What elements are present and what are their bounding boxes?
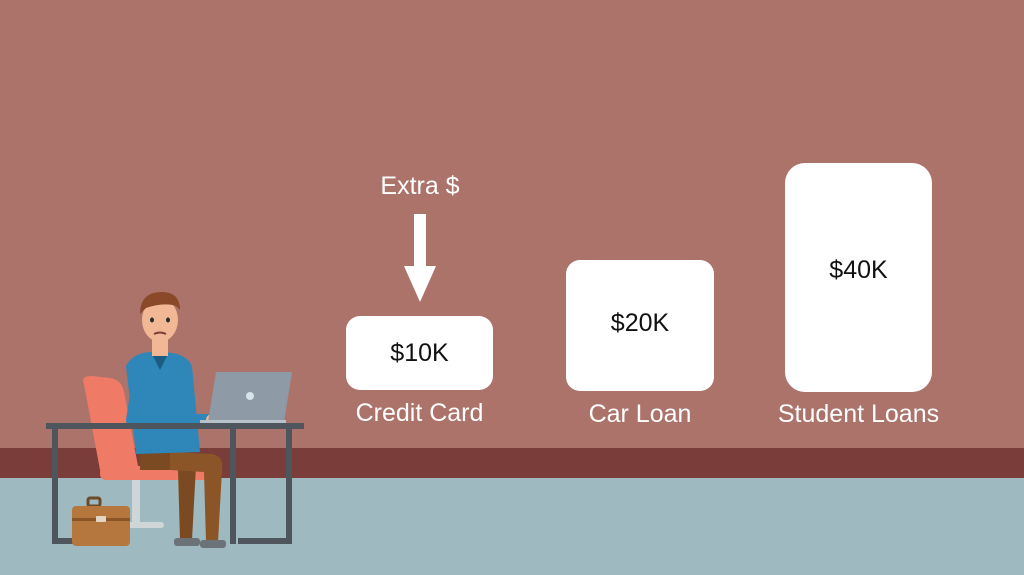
person-at-laptop-illustration bbox=[46, 292, 304, 548]
laptop bbox=[200, 372, 292, 424]
car-loan-amount: $20K bbox=[610, 309, 670, 337]
extra-money-label: Extra $ bbox=[380, 172, 460, 200]
floor bbox=[0, 478, 1024, 575]
car-loan-label: Car Loan bbox=[588, 400, 692, 428]
credit-card-debt-card: $10K bbox=[346, 316, 493, 390]
student-loans-label: Student Loans bbox=[777, 400, 940, 428]
credit-card-label: Credit Card bbox=[355, 399, 484, 427]
down-arrow-icon bbox=[404, 214, 436, 302]
student-loans-amount: $40K bbox=[829, 256, 888, 284]
student-loans-debt-card: $40K bbox=[785, 163, 932, 392]
car-loan-debt-card: $20K bbox=[566, 260, 714, 391]
briefcase-icon bbox=[72, 496, 130, 546]
credit-card-amount: $10K bbox=[390, 338, 449, 367]
